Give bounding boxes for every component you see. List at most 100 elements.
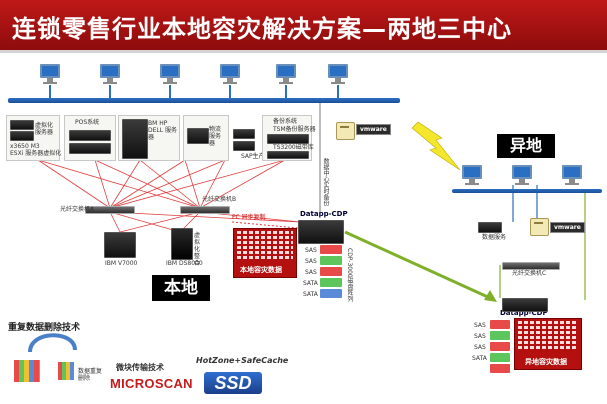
switch-label: 光纤交换机B (202, 196, 237, 203)
storage-label: IBM DS8000 (166, 260, 203, 267)
disk-label: SATA (472, 355, 487, 362)
switch-icon (502, 262, 560, 270)
lan-drop (169, 85, 171, 100)
disk-label: SAS (474, 333, 486, 340)
disk-label: SAS (305, 269, 317, 276)
fc-links (37, 159, 301, 233)
remote-switch-label: 光纤交换机C (512, 270, 547, 277)
panel-line: x3650 M3 (10, 143, 40, 150)
switch-label: 光纤交换机A (60, 206, 95, 213)
monitor-icon (328, 64, 348, 84)
server-rack-icon (478, 222, 502, 233)
server-rack-icon (10, 120, 34, 130)
server-rack-icon (122, 119, 148, 159)
server-icon (530, 218, 549, 236)
server-panel: 物流服务器 (183, 115, 229, 161)
lan-drop (109, 85, 111, 100)
microscan-logo: MICROSCAN (110, 376, 193, 391)
fc-label: FC 同步复制 (232, 214, 266, 221)
disk-stack (320, 245, 342, 300)
arrow-icon (344, 230, 497, 302)
lan-drop (285, 85, 287, 100)
server-panel: BM HP DELL 服务器 (118, 115, 180, 161)
server-icon (336, 122, 355, 140)
storage-label: IBM V7000 (105, 260, 138, 267)
monitor-icon (160, 64, 180, 84)
panel-line: TSM备份服务器 (273, 126, 316, 133)
server-rack-icon (69, 143, 111, 154)
server-panel: POS系统 (64, 115, 116, 161)
monitor-icon (276, 64, 296, 84)
server-panel: 虚拟化服务器 x3650 M3 ESXi 服务器虚拟化 (6, 115, 62, 161)
switch-icon (85, 206, 135, 214)
monitor-icon (512, 165, 532, 185)
remote-lan-bus (452, 189, 602, 193)
panel-title: 物流服务器 (209, 126, 222, 147)
server-rack-icon (233, 141, 255, 151)
cdp-label: Datapp-CDP (300, 210, 348, 218)
disk-label: SAS (474, 344, 486, 351)
transfer-title: 微块传输技术 (116, 363, 164, 372)
server-rack-icon (267, 151, 309, 159)
lan-drop (229, 85, 231, 100)
dedup-arrow-icon (28, 333, 77, 353)
monitor-icon (462, 165, 482, 185)
remote-cdp-label: Datapp-CDP (500, 309, 548, 317)
local-site-label: 本地 (152, 275, 210, 301)
vmware-badge: vmware (550, 222, 585, 233)
monitor-icon (100, 64, 120, 84)
panel-title: 虚拟化服务器 (35, 122, 54, 136)
dedup-blocks-icon (58, 362, 74, 380)
cdp-appliance-icon (298, 220, 344, 244)
title-bar: 连锁零售行业本地容灾解决方案—两地三中心 (0, 0, 607, 53)
storage-array-icon (171, 228, 193, 260)
server-rack-icon (69, 130, 111, 141)
disk-label: SAS (305, 247, 317, 254)
disk-label: SATA (303, 280, 318, 287)
remote-server-label: 数据服务 (482, 234, 507, 241)
dedup-blocks-icon (14, 360, 40, 382)
server-rack-icon (10, 131, 34, 141)
server-rack-icon (233, 129, 255, 139)
lan-drop (49, 85, 51, 100)
backbone-label: 数据中心实时备份 (322, 158, 329, 206)
ssd-logo: SSD (204, 372, 262, 394)
lightning-icon (411, 121, 461, 171)
storage-note: 虚拟化整合 (194, 232, 201, 267)
panel-line: TS3200磁带库 (273, 144, 314, 151)
rack-label: CDP-3000磁盘阵列 (346, 248, 353, 302)
lan-drop (337, 85, 339, 100)
server-panel: SAP生产系统 (233, 115, 277, 160)
server-rack-icon (267, 134, 309, 144)
panel-title: 备份系统 (273, 118, 298, 125)
storage-array-icon (104, 232, 136, 258)
cache-title: HotZone+SafeCache (196, 356, 289, 365)
panel-line: ESXi 服务器虚拟化 (10, 150, 62, 157)
panel-title: BM HP DELL 服务器 (148, 120, 178, 141)
disk-label: SAS (474, 322, 486, 329)
server-rack-icon (187, 128, 209, 144)
local-dr-caption: 本地容灾数据 (240, 266, 282, 274)
monitor-icon (40, 64, 60, 84)
disk-stack (490, 320, 510, 375)
slide-title: 连锁零售行业本地容灾解决方案—两地三中心 (12, 15, 512, 43)
panel-title: POS系统 (75, 119, 100, 126)
sync-replication-line (231, 221, 299, 229)
lan-bus (8, 98, 400, 103)
server-panel: 备份系统 TSM备份服务器 TS3200磁带库 (262, 115, 316, 161)
local-dr-data-panel: 本地容灾数据 (233, 228, 297, 278)
panel-title: SAP生产系统 (241, 153, 277, 160)
remote-site-label: 异地 (497, 134, 555, 158)
vmware-badge: vmware (356, 124, 391, 135)
monitor-icon (220, 64, 240, 84)
dedup-caption: 数据重复删除 (78, 368, 103, 382)
disk-label: SATA (303, 291, 318, 298)
dedup-title: 重复数据删除技术 (8, 323, 81, 333)
switch-icon (180, 206, 230, 214)
cdp-appliance-icon (502, 298, 548, 312)
remote-dr-caption: 异地容灾数据 (525, 358, 567, 366)
monitor-icon (562, 165, 582, 185)
remote-dr-data-panel: 异地容灾数据 (514, 318, 582, 370)
